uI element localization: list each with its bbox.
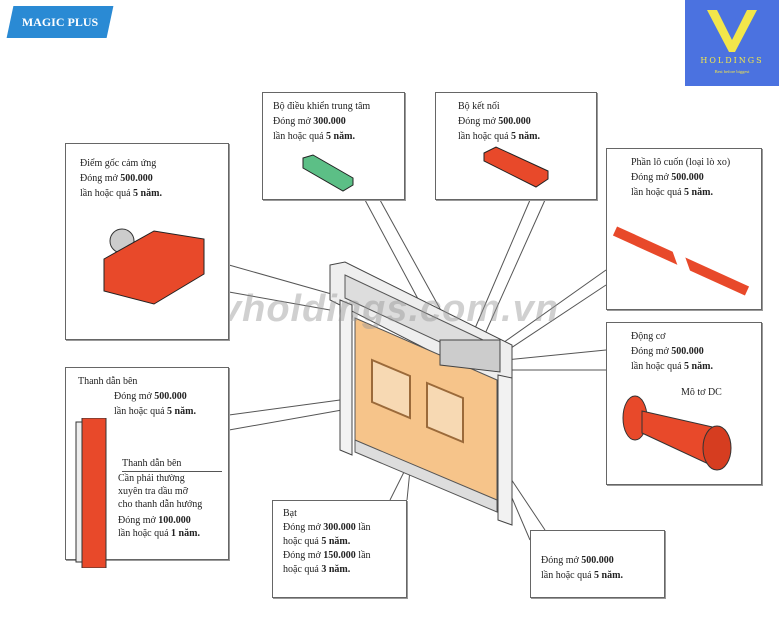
callout-title: Phần lô cuốn (loại lò xo) — [631, 157, 731, 168]
callout-sensor: Điểm gốc cảm ứng Đóng mở 500.000 lần hoặ… — [65, 143, 229, 340]
cycles-value: 300.000 — [323, 522, 356, 533]
text: lần hoặc quá — [80, 188, 134, 199]
motor-part-icon — [622, 395, 732, 471]
text: Đóng mở — [458, 116, 499, 127]
years-value: 5 năm. — [321, 536, 351, 547]
callout-title: Thanh dẫn bên — [78, 376, 138, 387]
text: hoặc quá — [283, 536, 322, 547]
text: lần hoặc quá — [458, 131, 512, 142]
callout-title: Bộ điều khiển trung tâm — [273, 101, 371, 112]
callout-title: Động cơ — [631, 331, 666, 342]
text: lần hoặc quá — [631, 361, 685, 372]
v-logo-icon — [707, 10, 757, 52]
text: lần hoặc quá — [631, 187, 685, 198]
text: Đóng mở — [631, 346, 672, 357]
callout-title: Điểm gốc cảm ứng — [80, 158, 157, 169]
text: Đóng mở — [118, 515, 159, 526]
dc-motor-label: Mô tơ DC — [681, 387, 722, 398]
text: lần — [355, 550, 371, 561]
note-text: Cần phải thường — [118, 473, 185, 484]
callout-controller: Bộ điều khiển trung tâm Đóng mở 300.000 … — [262, 92, 405, 200]
years-value: 5 năm. — [684, 361, 713, 372]
text: Đóng mở — [631, 172, 672, 183]
cycles-value: 100.000 — [158, 515, 191, 526]
years-value: 5 năm. — [511, 131, 540, 142]
cycles-value: 500.000 — [671, 172, 704, 183]
cycles-value: 500.000 — [498, 116, 531, 127]
callout-connector: Bộ kết nối Đóng mở 500.000 lần hoặc quá … — [435, 92, 597, 200]
callout-roller: Phần lô cuốn (loại lò xo) Đóng mở 500.00… — [606, 148, 762, 310]
controller-part-icon — [302, 154, 354, 192]
callout-title: Bạt — [283, 508, 297, 519]
cycles-value: 500.000 — [120, 173, 153, 184]
text: lần hoặc quá — [273, 131, 327, 142]
callout-motor: Động cơ Đóng mở 500.000 lần hoặc quá 5 n… — [606, 322, 762, 485]
text: hoặc quá — [283, 564, 322, 575]
cycles-value: 500.000 — [581, 555, 614, 566]
roller-part-icon — [612, 226, 750, 296]
text: Đóng mở — [273, 116, 314, 127]
text: lần hoặc quá — [118, 528, 172, 539]
text: Đóng mở — [283, 550, 324, 561]
cycles-value: 150.000 — [323, 550, 356, 561]
years-value: 5 năm. — [326, 131, 355, 142]
connector-part-icon — [483, 146, 549, 188]
leader-lines — [228, 199, 607, 541]
text: Đóng mở — [80, 173, 121, 184]
cycles-value: 500.000 — [671, 346, 704, 357]
note-text: xuyên tra dầu mỡ — [118, 486, 188, 497]
callout-bottom: Đóng mở 500.000 lần hoặc quá 5 năm. — [530, 530, 665, 598]
cycles-value: 300.000 — [313, 116, 346, 127]
side-guide-part-icon — [75, 418, 107, 568]
years-value: 1 năm. — [171, 528, 200, 539]
watermark: vholdings.com.vn — [220, 288, 560, 330]
logo-tagline: Best before biggest — [714, 69, 750, 74]
text: Đóng mở — [283, 522, 324, 533]
callout-title: Bộ kết nối — [458, 101, 500, 112]
text: Đóng mở — [541, 555, 582, 566]
years-value: 5 năm. — [133, 188, 162, 199]
text: lần hoặc quá — [114, 406, 168, 417]
sensor-part-icon — [103, 228, 205, 305]
years-value: 5 năm. — [594, 570, 623, 581]
text: lần — [355, 522, 371, 533]
years-value: 5 năm. — [684, 187, 713, 198]
vholdings-logo: HOLDINGS Best before biggest — [685, 0, 779, 86]
logo-name: HOLDINGS — [700, 56, 764, 65]
text: lần hoặc quá — [541, 570, 595, 581]
callout-curtain: Bạt Đóng mở 300.000 lần hoặc quá 5 năm. … — [272, 500, 407, 598]
years-value: 5 năm. — [167, 406, 196, 417]
note-text: cho thanh dẫn hướng — [118, 499, 203, 510]
years-value: 3 năm. — [321, 564, 351, 575]
side-guide-sub-title: Thanh dẫn bên — [122, 456, 222, 472]
callout-side-guide: Thanh dẫn bên Đóng mở 500.000 lần hoặc q… — [65, 367, 229, 568]
cycles-value: 500.000 — [154, 391, 187, 402]
text: Đóng mở — [114, 391, 155, 402]
